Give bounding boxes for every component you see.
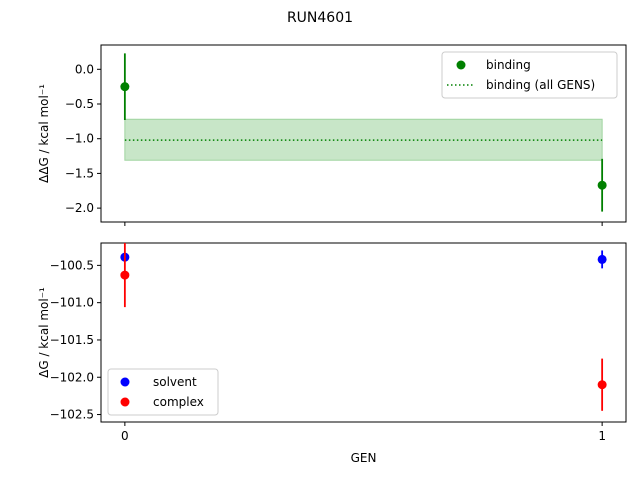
y-tick-label: −102.0 — [50, 370, 94, 384]
y-tick-label: −100.5 — [50, 258, 94, 272]
y-tick-label: −0.5 — [65, 97, 94, 111]
legend-label-binding-all-gens: binding (all GENS) — [486, 78, 595, 92]
y-axis-label: ΔΔG / kcal mol⁻¹ — [37, 84, 51, 183]
y-tick-label: −102.5 — [50, 408, 94, 422]
x-tick-label: 1 — [598, 429, 606, 443]
y-axis-label: ΔG / kcal mol⁻¹ — [37, 287, 51, 378]
legend: solvent complex — [107, 368, 219, 416]
top-panel-dgg: 0.0 −0.5 −1.0 −1.5 −2.0 ΔΔG / kcal mol⁻¹ bindi… — [37, 44, 627, 226]
legend-box — [107, 368, 219, 416]
complex-point — [597, 380, 607, 390]
legend-marker-solvent — [120, 377, 130, 387]
y-tick-label: 0.0 — [75, 62, 94, 76]
y-tick-label: −101.0 — [50, 296, 94, 310]
axes-frame — [100, 44, 627, 223]
legend-label-binding: binding — [486, 58, 531, 72]
binding-uncertainty-band — [124, 118, 603, 161]
legend: binding binding (all GENS) — [441, 51, 618, 99]
axes-frame — [100, 242, 627, 423]
legend-marker-complex — [120, 397, 130, 407]
legend-box — [441, 51, 618, 99]
complex-point — [120, 270, 130, 280]
legend-marker-binding — [456, 60, 466, 70]
y-tick-label: −1.5 — [65, 166, 94, 180]
x-tick-label: 0 — [121, 429, 129, 443]
legend-label-complex: complex — [153, 395, 204, 409]
binding-point — [597, 180, 607, 190]
y-tick-label: −1.0 — [65, 132, 94, 146]
x-axis-label: GEN — [351, 451, 377, 465]
solvent-point — [597, 254, 607, 264]
figure-title: RUN4601 — [287, 10, 353, 26]
y-tick-label: −2.0 — [65, 201, 94, 215]
y-tick-label: −101.5 — [50, 333, 94, 347]
binding-point — [120, 82, 130, 92]
legend-label-solvent: solvent — [153, 375, 197, 389]
bottom-panel-dg: −100.5 −101.0 −101.5 −102.0 −102.5 0 1 ΔG / kca… — [37, 242, 627, 465]
